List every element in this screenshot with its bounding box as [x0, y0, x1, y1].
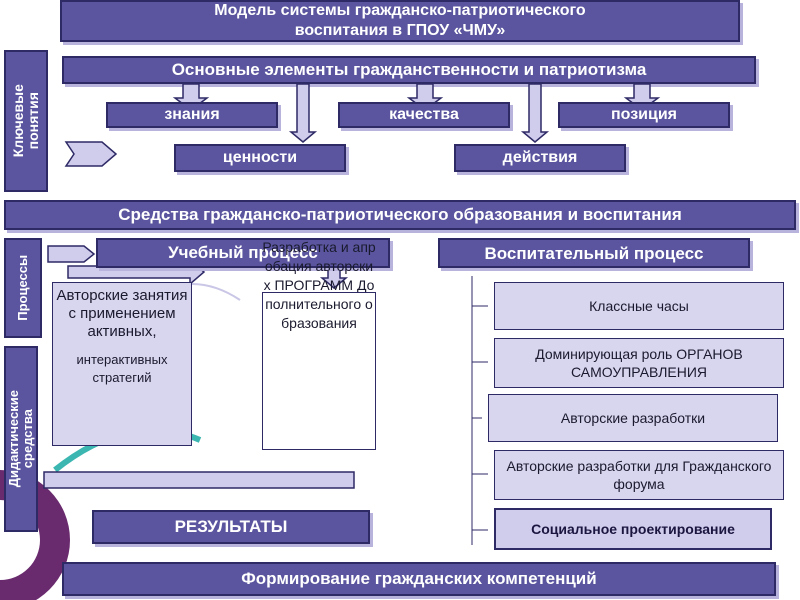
side-label-processes: Процессы	[4, 238, 42, 338]
upbringing-item-class-hours: Классные часы	[494, 282, 784, 330]
core-item-values: ценности	[174, 144, 346, 172]
author-lessons-box: Авторские занятия с применением активных…	[52, 282, 192, 446]
means-banner: Средства гражданско-патриотического обра…	[4, 200, 796, 230]
footer-banner: Формирование гражданских компетенций	[62, 562, 776, 596]
core-item-position: позиция	[558, 102, 730, 128]
side-label-key-concepts: Ключевые понятия	[4, 50, 48, 192]
upbringing-item-author-developments: Авторские разработки	[488, 394, 778, 442]
title-line2: воспитания в ГПОУ «ЧМУ»	[294, 22, 506, 39]
program-development-box: Разработка и апробация авторских ПРОГРАМ…	[262, 239, 376, 331]
program-frame	[262, 292, 376, 450]
upbringing-item-civil-forum: Авторские разработки для Гражданского фо…	[494, 450, 784, 500]
core-item-qualities: качества	[338, 102, 510, 128]
upbringing-item-self-government: Доминирующая роль ОРГАНОВ САМОУПРАВЛЕНИЯ	[494, 338, 784, 388]
diagram-title: Модель системы гражданско-патриотическог…	[60, 0, 740, 42]
title-line1: Модель системы гражданско-патриотическог…	[214, 2, 586, 19]
upbringing-process-header: Воспитательный процесс	[438, 238, 750, 268]
core-main-box: Основные элементы гражданственности и па…	[62, 56, 756, 84]
side-label-didactic: Дидактические средства	[4, 346, 38, 532]
core-item-actions: действия	[454, 144, 626, 172]
study-process-header: Учебный процесс	[96, 238, 390, 268]
upbringing-item-social-design: Социальное проектирование	[494, 508, 772, 550]
results-box: РЕЗУЛЬТАТЫ	[92, 510, 370, 544]
core-item-knowledge: знания	[106, 102, 278, 128]
